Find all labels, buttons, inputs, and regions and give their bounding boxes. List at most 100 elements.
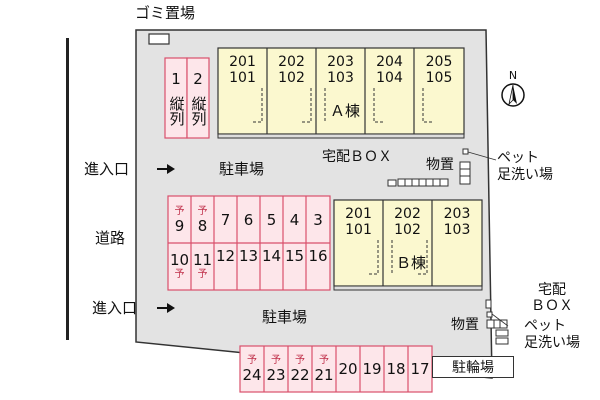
- road-label: 道路: [95, 229, 126, 247]
- parking-number: 14: [261, 246, 282, 265]
- b-unit-1-upper: 201: [345, 206, 372, 222]
- a-unit-5: 205 105: [414, 54, 464, 86]
- parking-spaces: [164, 57, 433, 393]
- parking-number: 13: [238, 246, 259, 265]
- parking-space-6: 6: [237, 198, 260, 242]
- a-unit-1-upper: 201: [229, 54, 256, 70]
- reserved-mark: 予: [247, 354, 257, 366]
- parking-space-12: 12: [214, 244, 237, 268]
- parking-number: 3: [313, 210, 323, 229]
- parking-number: 21: [314, 365, 334, 384]
- entrance-bottom-label: 進入口: [92, 299, 138, 317]
- parking-space-9: 予 9: [168, 198, 191, 242]
- a-unit-2-upper: 202: [278, 54, 305, 70]
- a-unit-4: 204 104: [365, 54, 414, 86]
- parking-space-2-label: 縦列: [189, 95, 208, 126]
- building-b-label: Ｂ棟: [396, 254, 427, 272]
- a-unit-1-lower: 101: [229, 70, 256, 86]
- parking-number: 7: [220, 210, 231, 229]
- parking-number: 24: [242, 365, 262, 384]
- pet-wash-b: [486, 311, 493, 318]
- parking-space-8: 予 8: [191, 198, 214, 242]
- reserved-mark: 予: [319, 354, 329, 366]
- parking-space-1: 1 縦列: [165, 60, 187, 136]
- reserved-mark: 予: [174, 205, 185, 217]
- parking-number: 10: [169, 250, 190, 269]
- parking-space-7: 7: [214, 198, 237, 242]
- building-b: [333, 199, 483, 291]
- pet-wash-a-label: ペット 足洗い場: [497, 150, 553, 183]
- garbage-label: ゴミ置場: [135, 4, 196, 22]
- parking-number: 17: [410, 359, 430, 378]
- reserved-mark: 予: [197, 205, 208, 217]
- parking-number: 6: [243, 210, 254, 229]
- parking-number: 19: [362, 359, 382, 378]
- delivery-box-b: [485, 299, 492, 309]
- parking-number: 9: [174, 216, 185, 235]
- building-a: [217, 47, 465, 139]
- a-unit-5-lower: 105: [425, 70, 453, 86]
- a-unit-2-lower: 102: [278, 70, 305, 86]
- north-arrow: N: [500, 70, 526, 112]
- b-unit-3-lower: 103: [443, 222, 471, 238]
- parking-space-15: 15: [283, 244, 306, 268]
- north-label: N: [508, 69, 518, 82]
- delivery-box-a: [387, 178, 449, 187]
- entrance-arrows: [157, 164, 175, 313]
- a-unit-3: 203 103: [316, 54, 365, 86]
- a-unit-2: 202 102: [267, 54, 316, 86]
- parking-space-10: 10 予: [168, 244, 191, 288]
- parking-bottom-label: 駐車場: [262, 308, 308, 326]
- parking-number: 15: [284, 246, 305, 265]
- parking-space-2-number: 2: [193, 69, 203, 88]
- b-unit-1: 201 101: [334, 206, 383, 238]
- reserved-mark: 予: [271, 354, 281, 366]
- parking-space-13: 13: [237, 244, 260, 268]
- b-unit-2: 202 102: [383, 206, 432, 238]
- parking-space-19: 19: [360, 347, 384, 391]
- storage-a: [459, 161, 471, 185]
- parking-number: 4: [289, 210, 300, 229]
- parking-number: 16: [308, 246, 328, 265]
- b-unit-2-upper: 202: [394, 206, 421, 222]
- reserved-mark: 予: [295, 354, 305, 366]
- storage-a-label: 物置: [426, 157, 454, 173]
- parking-space-22: 予 22: [288, 347, 312, 391]
- parking-space-11: 11 予: [191, 244, 214, 288]
- b-unit-1-lower: 101: [345, 222, 372, 238]
- parking-number: 5: [266, 210, 277, 229]
- parking-number: 18: [386, 359, 406, 378]
- parking-number: 12: [215, 246, 236, 265]
- parking-space-21: 予 21: [312, 347, 336, 391]
- reserved-mark: 予: [197, 268, 208, 280]
- a-unit-3-lower: 103: [327, 70, 354, 86]
- building-a-label: Ａ棟: [330, 102, 361, 120]
- delivery-box-a-label: 宅配ＢＯＸ: [322, 149, 392, 165]
- parking-space-4: 4: [283, 198, 306, 242]
- parking-space-3: 3: [306, 198, 330, 242]
- bicycle-parking-label: 駐輪場: [432, 356, 514, 378]
- parking-space-23: 予 23: [264, 347, 288, 391]
- parking-space-17: 17: [408, 347, 432, 391]
- compass-icon: [501, 83, 525, 107]
- parking-number: 22: [290, 365, 310, 384]
- parking-number: 8: [197, 216, 208, 235]
- parking-number: 11: [192, 250, 213, 269]
- parking-top-label: 駐車場: [219, 160, 265, 178]
- b-unit-3-upper: 203: [443, 206, 471, 222]
- storage-b-label: 物置: [451, 317, 479, 333]
- parking-space-16: 16: [306, 244, 330, 268]
- parking-space-1-label: 縦列: [167, 95, 186, 126]
- delivery-box-b-label: 宅配 ＢＯＸ: [531, 282, 573, 314]
- parking-space-24: 予 24: [240, 347, 264, 391]
- a-unit-4-upper: 204: [376, 54, 403, 70]
- garbage-box: [148, 33, 170, 45]
- a-unit-4-lower: 104: [376, 70, 403, 86]
- entrance-top-label: 進入口: [84, 160, 130, 178]
- parking-number: 23: [266, 365, 286, 384]
- a-unit-1: 201 101: [218, 54, 267, 86]
- parking-space-1-number: 1: [171, 69, 181, 88]
- reserved-mark: 予: [174, 268, 185, 280]
- parking-space-14: 14: [260, 244, 283, 268]
